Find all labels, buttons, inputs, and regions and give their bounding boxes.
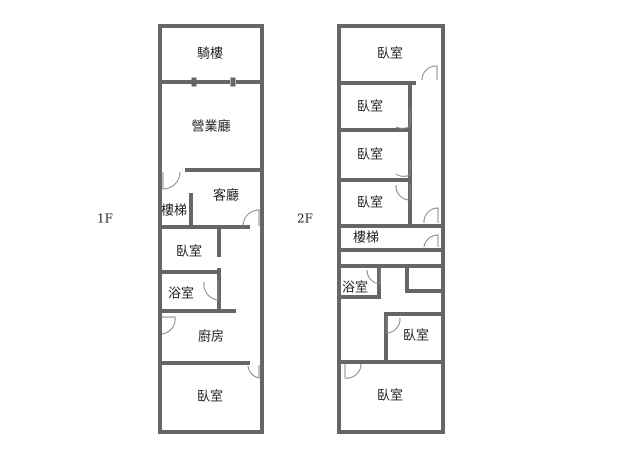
room-label-bedroom: 臥室 [377,388,403,404]
door-icon [423,234,439,248]
door-icon [366,269,381,285]
room-label-stairs: 樓梯 [353,231,379,246]
door-icon [203,280,219,301]
door-icon [247,365,260,379]
room-label-bedroom: 臥室 [357,147,383,163]
door-icon [386,316,401,334]
room-label-bedroom: 臥室 [377,46,403,62]
floor-label-2f: 2F [297,212,313,226]
door-icon [395,109,411,129]
room-label-bedroom: 臥室 [176,244,202,260]
floor-2-plan: 2F [297,24,445,434]
door-icon [423,207,439,224]
door-icon [161,316,176,335]
door-icon [162,171,181,190]
doors-1f [161,171,260,379]
room-label-bathroom: 浴室 [342,280,368,296]
room-label-bedroom: 臥室 [403,328,429,344]
room-label-bathroom: 浴室 [168,286,194,302]
floor-label-1f: 1F [97,212,113,226]
door-icon [395,160,411,177]
room-label-bedroom: 臥室 [357,195,383,211]
floor-1-plan: 1F 騎樓 營業廳 客廳 [97,24,264,434]
door-icon [395,183,411,201]
walls-2f [337,24,445,434]
room-label-business-hall: 營業廳 [191,119,230,135]
doors-2f [344,65,439,379]
room-label-arcade: 騎樓 [197,47,223,62]
room-label-stairs: 樓梯 [161,204,187,219]
door-icon [421,65,438,81]
room-label-kitchen: 廚房 [198,329,224,345]
room-label-bedroom: 臥室 [197,389,223,405]
room-label-living-room: 客廳 [213,188,239,204]
door-icon [344,363,362,379]
walls-1f [158,24,264,434]
door-icon [242,209,260,227]
room-label-bedroom: 臥室 [357,99,383,115]
